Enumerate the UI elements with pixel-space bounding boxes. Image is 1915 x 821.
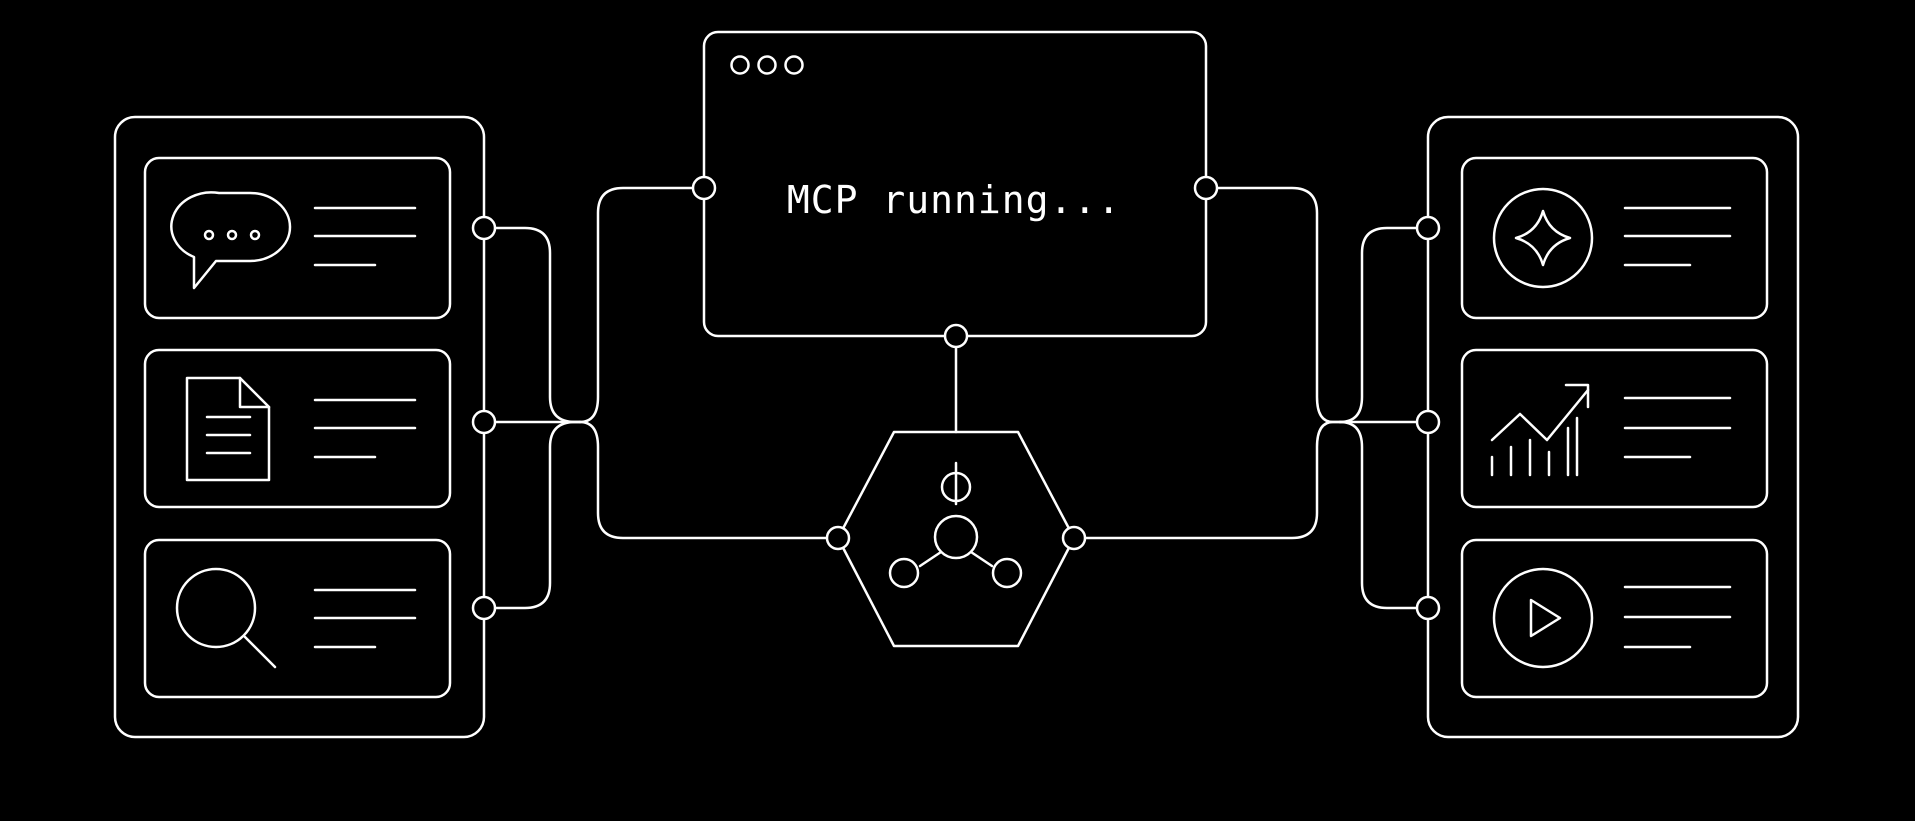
window-dots-icon [730, 55, 804, 75]
left-card-document-text-lines [313, 398, 417, 459]
growth-chart-icon [1490, 383, 1590, 477]
left-panel [113, 115, 486, 739]
right-card-play[interactable] [1460, 538, 1769, 699]
right-panel [1426, 115, 1800, 739]
right-card-play-text-lines [1623, 585, 1732, 649]
right-card-chart[interactable] [1460, 348, 1769, 509]
status-text: MCP running... [786, 178, 1122, 222]
left-card-document[interactable] [143, 348, 452, 509]
left-card-chat[interactable] [143, 156, 452, 320]
right-card-chart-text-lines [1623, 396, 1732, 459]
left-card-search-text-lines [313, 588, 417, 649]
right-card-sparkle[interactable] [1460, 156, 1769, 320]
connector-lines [482, 186, 1430, 610]
play-icon [1492, 567, 1594, 669]
connection-points [471, 175, 1441, 621]
search-icon [175, 567, 277, 669]
left-card-search[interactable] [143, 538, 452, 699]
right-card-sparkle-text-lines [1623, 206, 1732, 267]
sparkle-icon [1492, 187, 1594, 289]
chat-bubble-icon [170, 191, 292, 290]
left-card-chat-text-lines [313, 206, 417, 267]
hub-hexagon[interactable] [836, 430, 1076, 648]
network-hub-icon [888, 461, 1023, 589]
document-icon [185, 376, 271, 482]
